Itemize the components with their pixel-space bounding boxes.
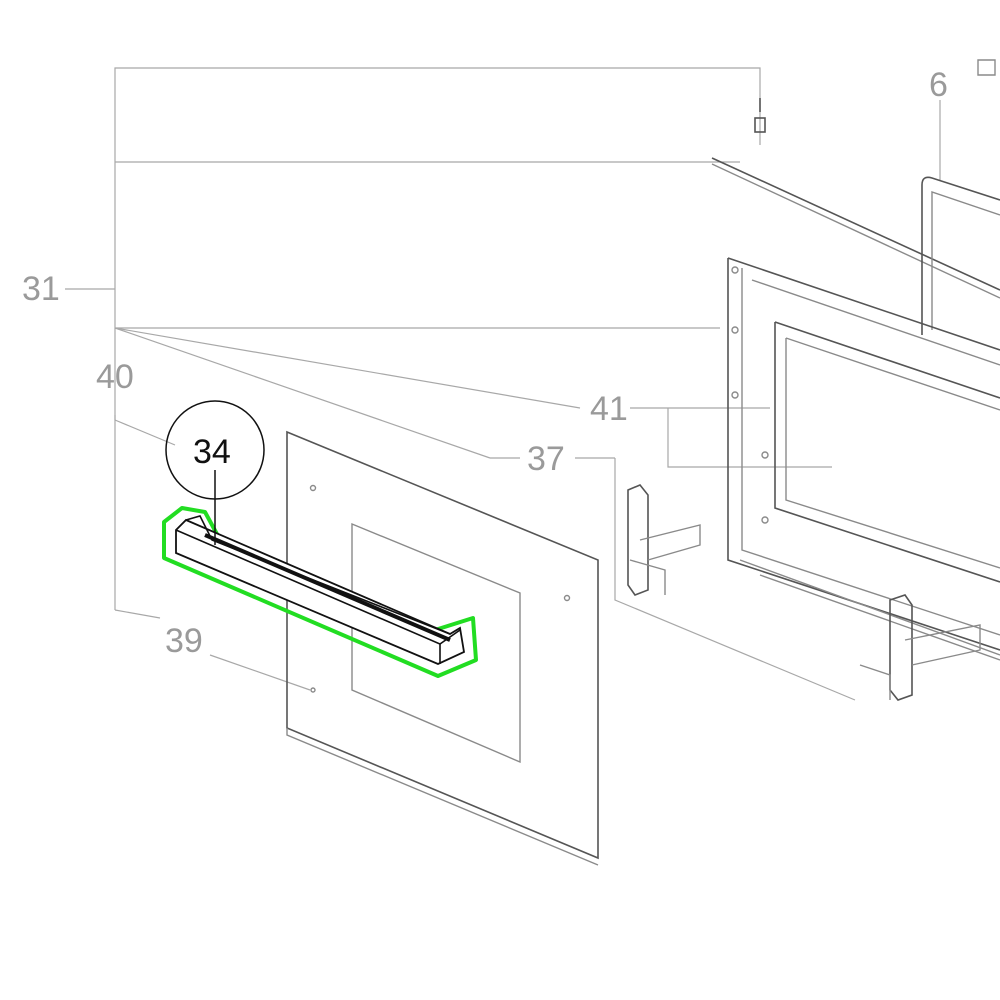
- callout-40: 40: [96, 358, 134, 396]
- callout-31: 31: [22, 270, 60, 308]
- outer-glass-panel: [286, 430, 599, 866]
- top-rail: [711, 98, 1000, 299]
- part-34-door-handle[interactable]: [162, 506, 478, 678]
- callout-34[interactable]: 34: [193, 433, 231, 471]
- inner-door-frame: [727, 257, 1000, 661]
- callout-39: 39: [165, 622, 203, 660]
- part-6-frame: [921, 59, 1000, 335]
- callout-41: 41: [590, 390, 628, 428]
- callout-6: 6: [929, 66, 948, 104]
- hinges: [627, 484, 981, 701]
- leader-lines: [65, 67, 941, 701]
- callout-37: 37: [527, 440, 565, 478]
